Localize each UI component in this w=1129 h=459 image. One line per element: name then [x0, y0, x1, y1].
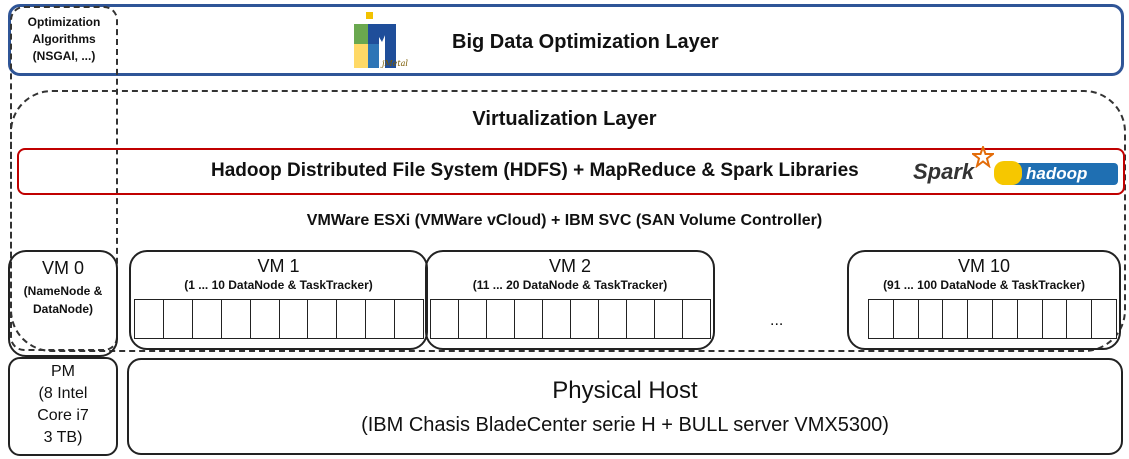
- optimization-algorithms-box: [10, 6, 118, 351]
- spark-logo: Spark: [913, 159, 975, 184]
- node-slot: [626, 299, 655, 339]
- vm1-node-slots: [134, 299, 425, 339]
- node-slot: [942, 299, 969, 339]
- node-slot: [570, 299, 599, 339]
- node-slot: [220, 299, 251, 339]
- pm-line: 3 TB): [43, 429, 83, 446]
- node-slot: [249, 299, 280, 339]
- optimization-algorithms-label: Optimization Algorithms (NSGAI, ...): [12, 14, 116, 65]
- vm0-title: VM 0: [41, 258, 84, 278]
- physical-host-subtitle: (IBM Chasis BladeCenter serie H + BULL s…: [361, 414, 889, 436]
- node-slot: [514, 299, 543, 339]
- vm0-line: DataNode): [32, 302, 93, 316]
- node-slot: [967, 299, 993, 339]
- jmetal-logo: [352, 10, 412, 72]
- vm10-title: VM 10: [957, 256, 1011, 276]
- node-slot: [1016, 299, 1043, 339]
- hdfs-box: [17, 148, 1125, 195]
- vm1-title: VM 1: [257, 256, 300, 276]
- spark-star-icon: [972, 146, 994, 168]
- node-slot: [542, 299, 571, 339]
- pm-line: Core i7: [37, 407, 89, 424]
- hadoop-logo: hadoop: [994, 161, 1118, 185]
- node-slot: [991, 299, 1018, 339]
- node-slot: [598, 299, 627, 339]
- physical-host-title: Physical Host: [552, 377, 698, 404]
- node-slot: [162, 299, 193, 339]
- virtualization-layer-title: Virtualization Layer: [472, 108, 657, 130]
- hadoop-elephant-icon: [994, 161, 1022, 185]
- jmetal-logo-icon: [354, 12, 396, 68]
- vm-ellipsis: ...: [770, 312, 784, 329]
- node-slot: [336, 299, 367, 339]
- node-slot: [278, 299, 309, 339]
- hadoop-logo-text: hadoop: [1026, 164, 1088, 183]
- node-slot: [191, 299, 222, 339]
- vm10-node-slots: [868, 299, 1117, 339]
- vm0-line: (NameNode &: [23, 284, 103, 298]
- pm-label: PM (8 Intel Core i7 3 TB): [8, 361, 118, 449]
- node-slot: [134, 299, 164, 339]
- vm10-subtitle: (91 ... 100 DataNode & TaskTracker): [883, 278, 1085, 292]
- big-data-optimization-layer: [8, 4, 1124, 76]
- optimization-algorithms-line: Algorithms: [32, 32, 96, 46]
- node-slot: [486, 299, 515, 339]
- vm1-box: VM 1 (1 ... 10 DataNode & TaskTracker): [129, 250, 428, 350]
- physical-host-box: [127, 358, 1123, 455]
- optimization-algorithms-line: Optimization: [27, 15, 101, 29]
- node-slot: [430, 299, 459, 339]
- node-slot: [917, 299, 944, 339]
- pm-box: [8, 357, 118, 456]
- vm2-subtitle: (11 ... 20 DataNode & TaskTracker): [472, 278, 668, 292]
- vm2-box: VM 2 (11 ... 20 DataNode & TaskTracker): [425, 250, 715, 350]
- node-slot: [307, 299, 338, 339]
- node-slot: [458, 299, 487, 339]
- node-slot: [682, 299, 711, 339]
- vm2-title: VM 2: [548, 256, 591, 276]
- vm2-node-slots: [430, 299, 711, 339]
- optimization-algorithms-line: (NSGAI, ...): [32, 49, 96, 63]
- node-slot: [1091, 299, 1117, 339]
- node-slot: [892, 299, 919, 339]
- vmware-label: VMWare ESXi (VMWare vCloud) + IBM SVC (S…: [306, 212, 823, 229]
- big-data-layer-title: Big Data Optimization Layer: [452, 31, 719, 53]
- pm-line: (8 Intel: [38, 385, 88, 402]
- vm10-box: VM 10 (91 ... 100 DataNode & TaskTracker…: [847, 250, 1121, 350]
- node-slot: [1066, 299, 1093, 339]
- vm0-box: [8, 250, 118, 357]
- jmetal-logo-text: jMetal: [382, 59, 408, 68]
- node-slot: [365, 299, 396, 339]
- hdfs-label: Hadoop Distributed File System (HDFS) + …: [211, 160, 859, 181]
- node-slot: [868, 299, 894, 339]
- vm1-subtitle: (1 ... 10 DataNode & TaskTracker): [184, 278, 373, 292]
- vm0-label: VM 0 (NameNode & DataNode): [8, 258, 118, 318]
- node-slot: [1041, 299, 1068, 339]
- node-slot: [654, 299, 683, 339]
- pm-line: PM: [51, 363, 75, 380]
- node-slot: [394, 299, 425, 339]
